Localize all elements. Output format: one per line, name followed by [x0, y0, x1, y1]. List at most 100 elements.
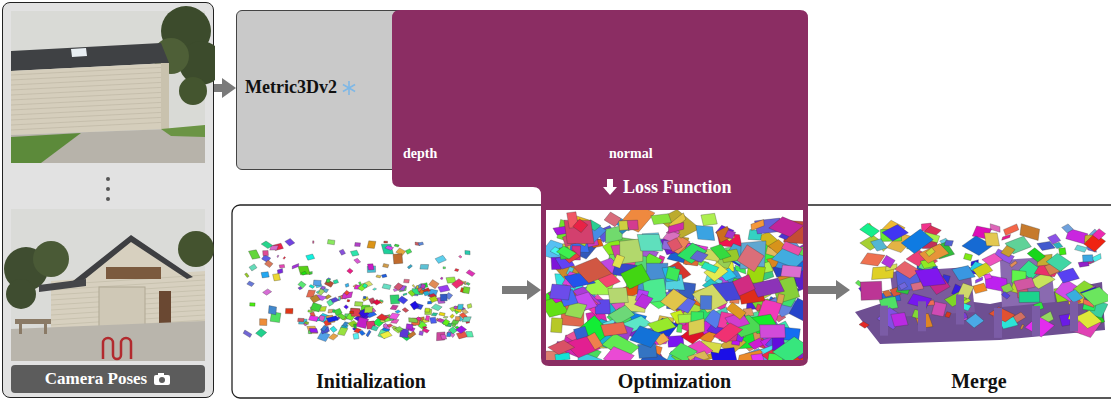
plane-primitive [419, 290, 424, 295]
plane-primitive [964, 253, 973, 261]
plane-primitive [751, 220, 764, 231]
plane-primitive [769, 217, 803, 237]
roof [39, 279, 86, 292]
merged-plane [880, 306, 888, 336]
plane-primitive [944, 240, 953, 246]
plane-primitive [1066, 289, 1083, 303]
plane-primitive [368, 264, 375, 270]
plane-primitive [344, 305, 349, 309]
plane-primitive [298, 266, 310, 275]
siding-line [11, 82, 169, 90]
plane-primitive [621, 264, 651, 289]
plane-primitive [347, 268, 353, 274]
plane-primitive [751, 354, 764, 360]
plane-primitive [398, 296, 408, 304]
plane-primitive [389, 313, 400, 319]
plane-primitive [882, 255, 896, 268]
plane-primitive [358, 284, 368, 292]
plane-primitive [298, 287, 303, 290]
plane-primitive [899, 282, 908, 290]
plane-primitive [431, 304, 442, 311]
ellipsis-dot [106, 177, 110, 181]
merged-plane [918, 301, 926, 331]
plane-primitive [403, 293, 407, 296]
plane-primitive [364, 306, 373, 313]
plane-primitive [443, 316, 448, 318]
plane-primitive [325, 280, 334, 288]
plane-primitive [355, 302, 364, 307]
plane-primitive [373, 288, 377, 290]
plane-primitive [316, 291, 319, 294]
plane-primitive [651, 214, 672, 225]
plane-primitive [380, 331, 392, 339]
text-holder: Initialization [240, 370, 502, 393]
plane-primitive [350, 250, 359, 256]
plane-primitive [982, 253, 1003, 266]
siding-line [11, 102, 169, 110]
plane-primitive [1001, 283, 1014, 294]
plane-primitive [443, 267, 446, 269]
plane-primitive [390, 305, 398, 310]
plane-primitive [689, 319, 705, 336]
siding-line [11, 92, 169, 100]
plane-primitive [313, 280, 321, 286]
plane-primitive [662, 266, 680, 281]
camera-icon [153, 372, 171, 386]
plane-primitive [425, 308, 430, 312]
plane-primitive [1002, 292, 1011, 300]
plane-primitive [423, 326, 428, 328]
plane-primitive [410, 301, 419, 310]
plane-primitive [466, 332, 474, 338]
node-label: Metric3Dv2 [245, 77, 337, 98]
plane-primitive [1075, 310, 1102, 328]
merged-plane [1032, 306, 1040, 336]
plane-primitive [619, 221, 629, 231]
plane-primitive [760, 325, 786, 338]
plane-primitive [383, 264, 389, 268]
plane-primitive [338, 327, 348, 335]
plane-primitive [321, 325, 327, 331]
input-illustration [3, 3, 215, 399]
plane-primitive [243, 330, 252, 338]
plane-primitive [250, 303, 255, 307]
plane-primitive [429, 280, 439, 289]
plane-primitive [667, 238, 682, 252]
plane-primitive [301, 271, 307, 275]
plane-primitive [601, 322, 628, 336]
plane-primitive [454, 306, 458, 309]
plane-primitive [465, 282, 467, 285]
plane-primitive [265, 260, 274, 268]
plane-primitive [440, 277, 443, 279]
node-label: Merge [951, 370, 1007, 392]
plane-primitive [394, 283, 403, 291]
plane-primitive [604, 212, 621, 227]
plane-primitive [261, 241, 273, 249]
garage-door [99, 287, 145, 329]
pipeline-panel [232, 205, 1111, 398]
siding-line [11, 72, 169, 80]
plane-primitive [245, 273, 250, 278]
plane-primitive [637, 235, 663, 251]
plane-primitive [380, 300, 383, 302]
plane-primitive [395, 310, 401, 313]
plane-primitive [382, 284, 391, 290]
plane-primitive [446, 332, 451, 336]
plane-primitive [861, 281, 883, 300]
plane-primitive [431, 313, 438, 316]
plane-primitive [334, 308, 342, 315]
plane-primitive [333, 279, 339, 284]
plane-primitive [1020, 224, 1040, 241]
plane-primitive [871, 239, 888, 251]
plane-primitive [439, 312, 445, 316]
grass [11, 133, 81, 163]
sky [11, 209, 205, 361]
plane-primitive [256, 329, 267, 338]
plane-primitive [573, 219, 588, 233]
plane-primitive [260, 319, 267, 326]
plane-primitive [634, 294, 653, 309]
gable [81, 241, 186, 281]
plane-primitive [419, 331, 424, 336]
picnic-table [15, 319, 51, 324]
plane-primitive [1075, 245, 1088, 252]
plane-primitive [430, 317, 437, 323]
